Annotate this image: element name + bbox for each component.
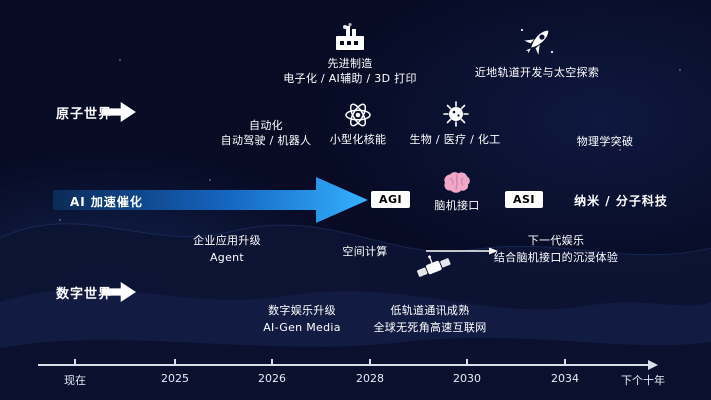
digital-world-label: 数字世界 bbox=[56, 287, 113, 302]
leo-title: 低轨道通讯成熟 bbox=[390, 304, 470, 317]
timeline-axis bbox=[38, 364, 648, 366]
manufacturing-title: 先进制造 bbox=[327, 57, 373, 70]
next-entertainment-subtitle: 结合脑机接口的沉浸体验 bbox=[493, 251, 619, 264]
manufacturing-subtitle: 电子化 / AI辅助 / 3D 打印 bbox=[283, 72, 417, 85]
timeline-label-2026: 2026 bbox=[258, 372, 286, 385]
timeline-label-2025: 2025 bbox=[161, 372, 189, 385]
satellite-icon bbox=[414, 252, 454, 288]
timeline-tick bbox=[74, 359, 76, 365]
nuclear-title: 小型化核能 bbox=[329, 133, 387, 146]
timeline-label-2028: 2028 bbox=[356, 372, 384, 385]
automation-subtitle: 自动驾驶 / 机器人 bbox=[220, 134, 312, 147]
bci-title: 脑机接口 bbox=[434, 199, 480, 212]
next-entertainment-title: 下一代娱乐 bbox=[527, 234, 585, 247]
ai-acceleration-arrow bbox=[53, 177, 368, 227]
brain-icon bbox=[442, 170, 472, 200]
bio-title: 生物 / 医疗 / 化工 bbox=[409, 133, 501, 146]
timeline-label-next-decade: 下个十年 bbox=[621, 374, 665, 387]
space-title: 近地轨道开发与太空探索 bbox=[474, 66, 600, 79]
flow-right-arrow-icon bbox=[426, 241, 498, 260]
timeline-tick bbox=[271, 359, 273, 365]
enterprise-subtitle: Agent bbox=[209, 251, 245, 264]
digital-media-title: 数字娱乐升级 bbox=[268, 304, 336, 317]
timeline-label-2030: 2030 bbox=[453, 372, 481, 385]
rocket-icon bbox=[517, 22, 557, 66]
timeline-arrowhead-icon bbox=[648, 360, 658, 370]
timeline-label-2034: 2034 bbox=[551, 372, 579, 385]
timeline-tick bbox=[466, 359, 468, 365]
virus-icon bbox=[443, 101, 469, 131]
timeline-tick bbox=[369, 359, 371, 365]
atom-world-label: 原子世界 bbox=[56, 107, 113, 122]
timeline-label-now: 现在 bbox=[64, 374, 86, 387]
timeline-tick bbox=[564, 359, 566, 365]
atom-icon bbox=[344, 101, 372, 133]
timeline-tick bbox=[174, 359, 176, 365]
ai-arrow-label: AI 加速催化 bbox=[70, 195, 143, 209]
leo-subtitle: 全球无死角高速互联网 bbox=[373, 321, 487, 334]
agi-badge: AGI bbox=[371, 191, 411, 208]
factory-icon bbox=[333, 22, 367, 58]
automation-title: 自动化 bbox=[249, 119, 283, 132]
spatial-title: 空间计算 bbox=[342, 245, 388, 258]
physics-title: 物理学突破 bbox=[576, 135, 634, 148]
nano-title: 纳米 / 分子科技 bbox=[574, 194, 668, 208]
asi-badge: ASI bbox=[505, 191, 544, 208]
enterprise-title: 企业应用升级 bbox=[193, 234, 261, 247]
digital-media-subtitle: AI-Gen Media bbox=[263, 321, 341, 334]
